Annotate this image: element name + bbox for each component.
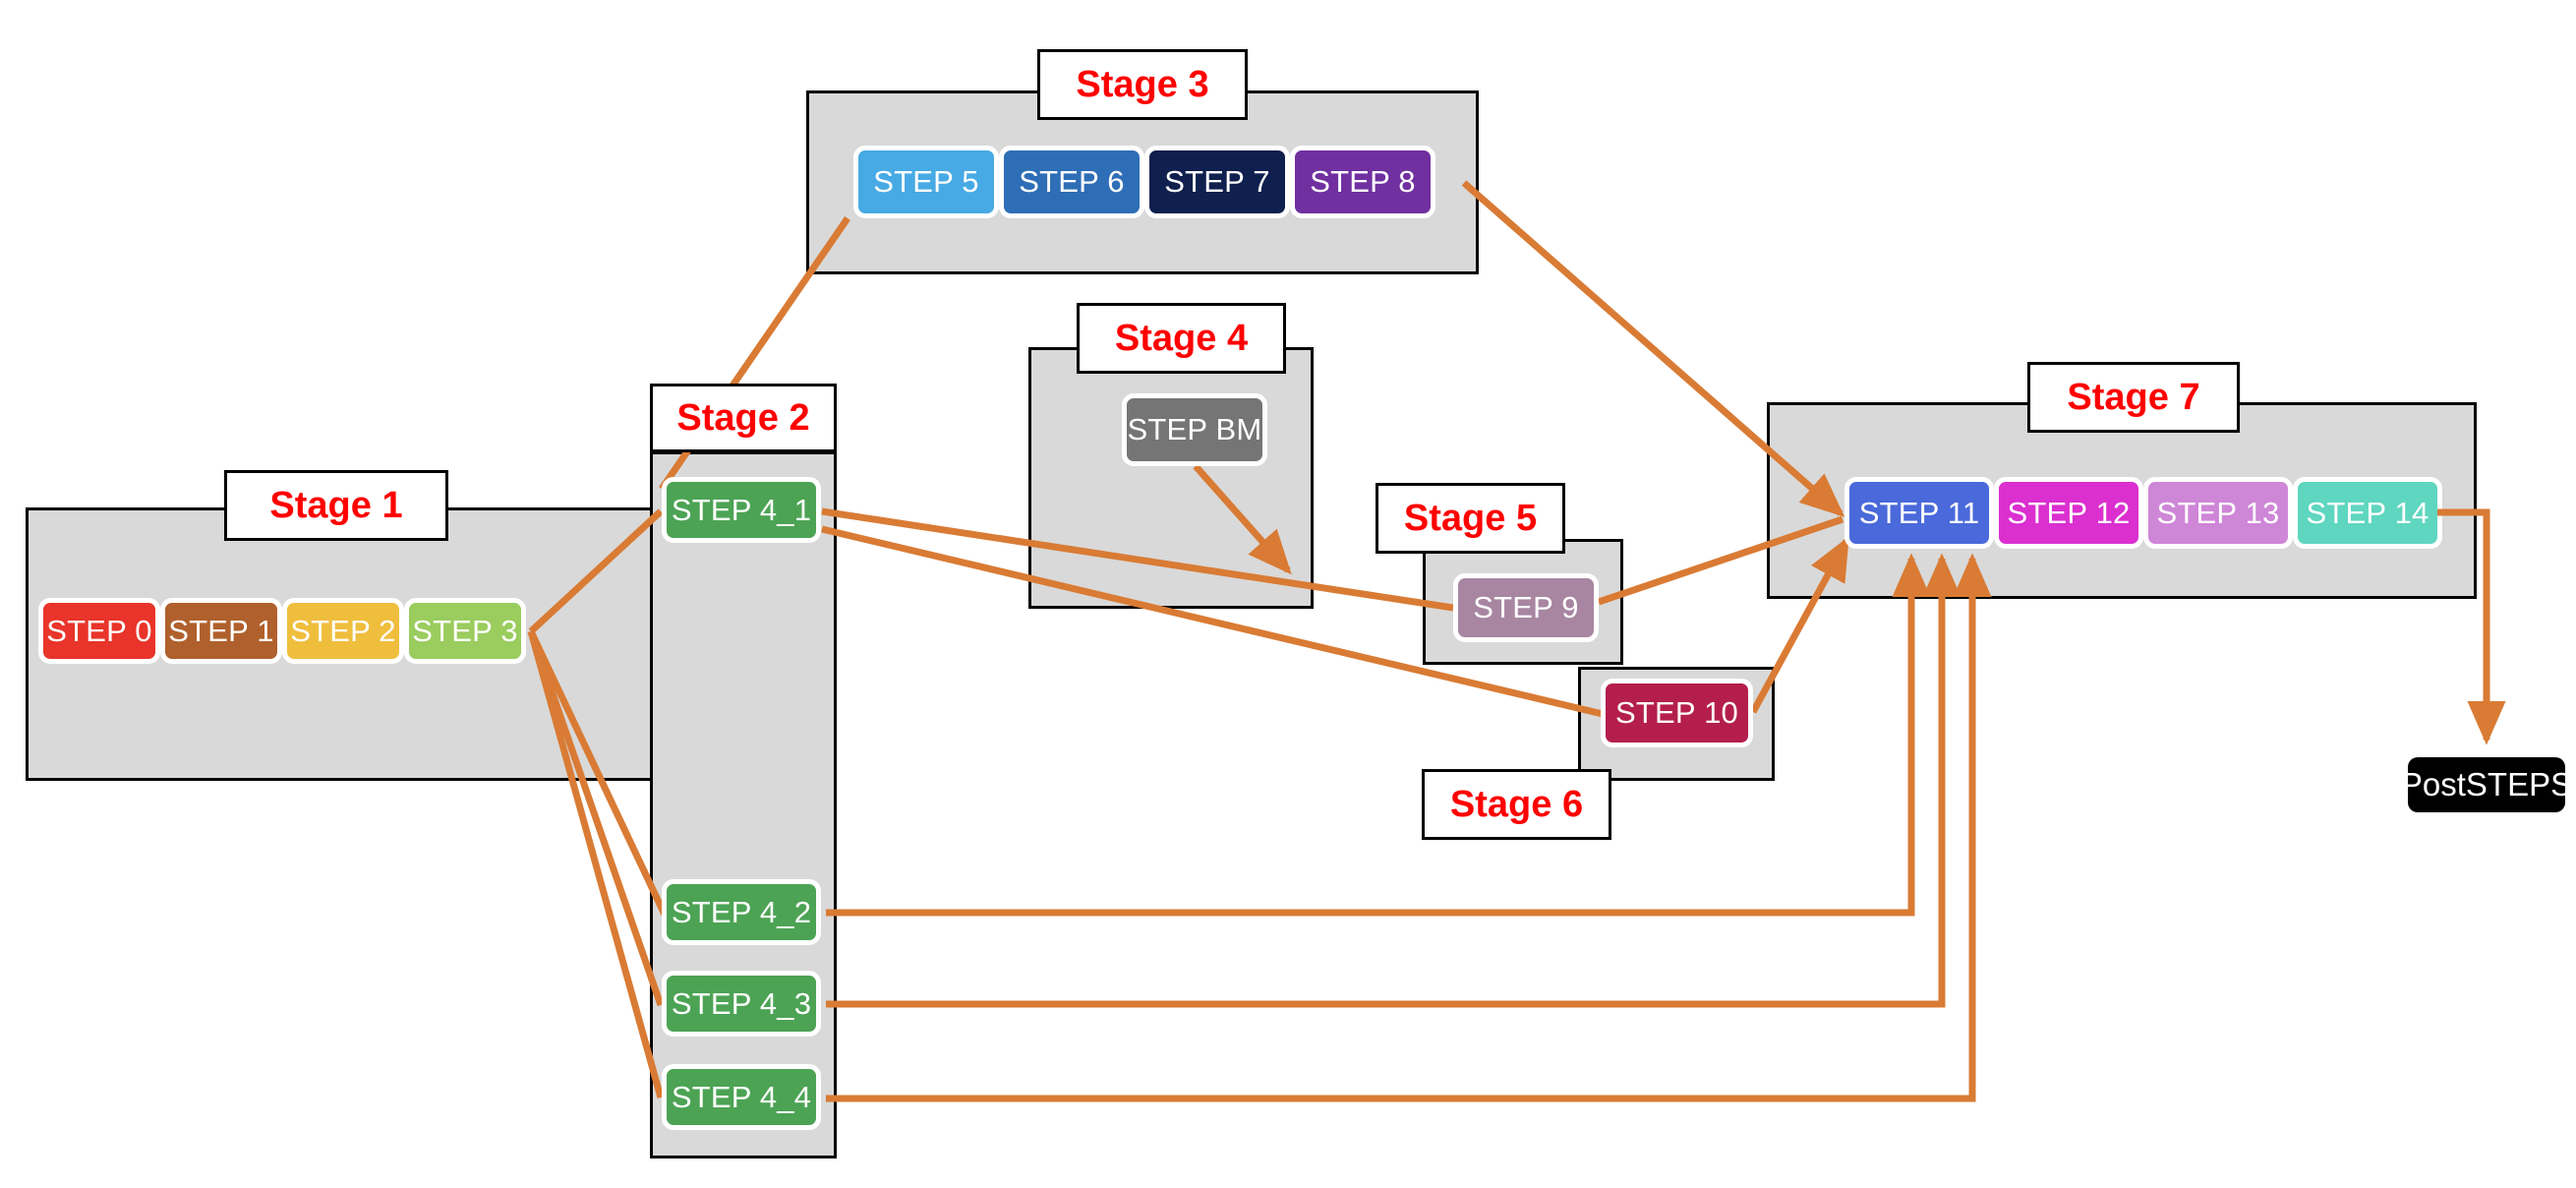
stage-label-stage7: Stage 7: [2027, 362, 2240, 433]
edge-step4_3-to-step11: [826, 553, 1961, 1008]
step-chip-step14[interactable]: STEP 14: [2293, 477, 2442, 549]
step-chip-step9[interactable]: STEP 9: [1453, 573, 1599, 642]
step-chip-step4_2[interactable]: STEP 4_2: [662, 879, 821, 945]
stage-label-stage2: Stage 2: [650, 384, 837, 452]
step-chip-step2[interactable]: STEP 2: [282, 598, 404, 664]
step-chip-step0[interactable]: STEP 0: [38, 598, 160, 664]
step-chip-step3[interactable]: STEP 3: [404, 598, 526, 664]
stage-panel-stage4: [1028, 347, 1314, 609]
stage-label-stage4: Stage 4: [1077, 303, 1286, 374]
stage-label-stage3: Stage 3: [1037, 49, 1248, 120]
step-chip-step5[interactable]: STEP 5: [853, 146, 999, 218]
step-chip-step1[interactable]: STEP 1: [160, 598, 282, 664]
step-chip-step7[interactable]: STEP 7: [1144, 146, 1290, 218]
step-chip-step6[interactable]: STEP 6: [999, 146, 1144, 218]
stage-label-stage6: Stage 6: [1422, 769, 1611, 840]
step-chip-step13[interactable]: STEP 13: [2143, 477, 2293, 549]
step-chip-step11[interactable]: STEP 11: [1844, 477, 1994, 549]
stage-panel-stage2: [650, 451, 837, 1158]
stage-label-stage5: Stage 5: [1376, 483, 1565, 554]
step-chip-stepbm[interactable]: STEP BM: [1122, 393, 1267, 466]
stage-label-stage1: Stage 1: [224, 470, 448, 541]
step-chip-step10[interactable]: STEP 10: [1601, 679, 1753, 747]
step-chip-step4_1[interactable]: STEP 4_1: [662, 477, 821, 543]
step-chip-step4_3[interactable]: STEP 4_3: [662, 971, 821, 1037]
step-chip-step12[interactable]: STEP 12: [1994, 477, 2143, 549]
step-chip-step4_4[interactable]: STEP 4_4: [662, 1064, 821, 1130]
step-chip-step8[interactable]: STEP 8: [1290, 146, 1435, 218]
edge-step4_4-to-step11: [826, 553, 1992, 1102]
poststeps-node[interactable]: PostSTEPS: [2401, 757, 2572, 812]
